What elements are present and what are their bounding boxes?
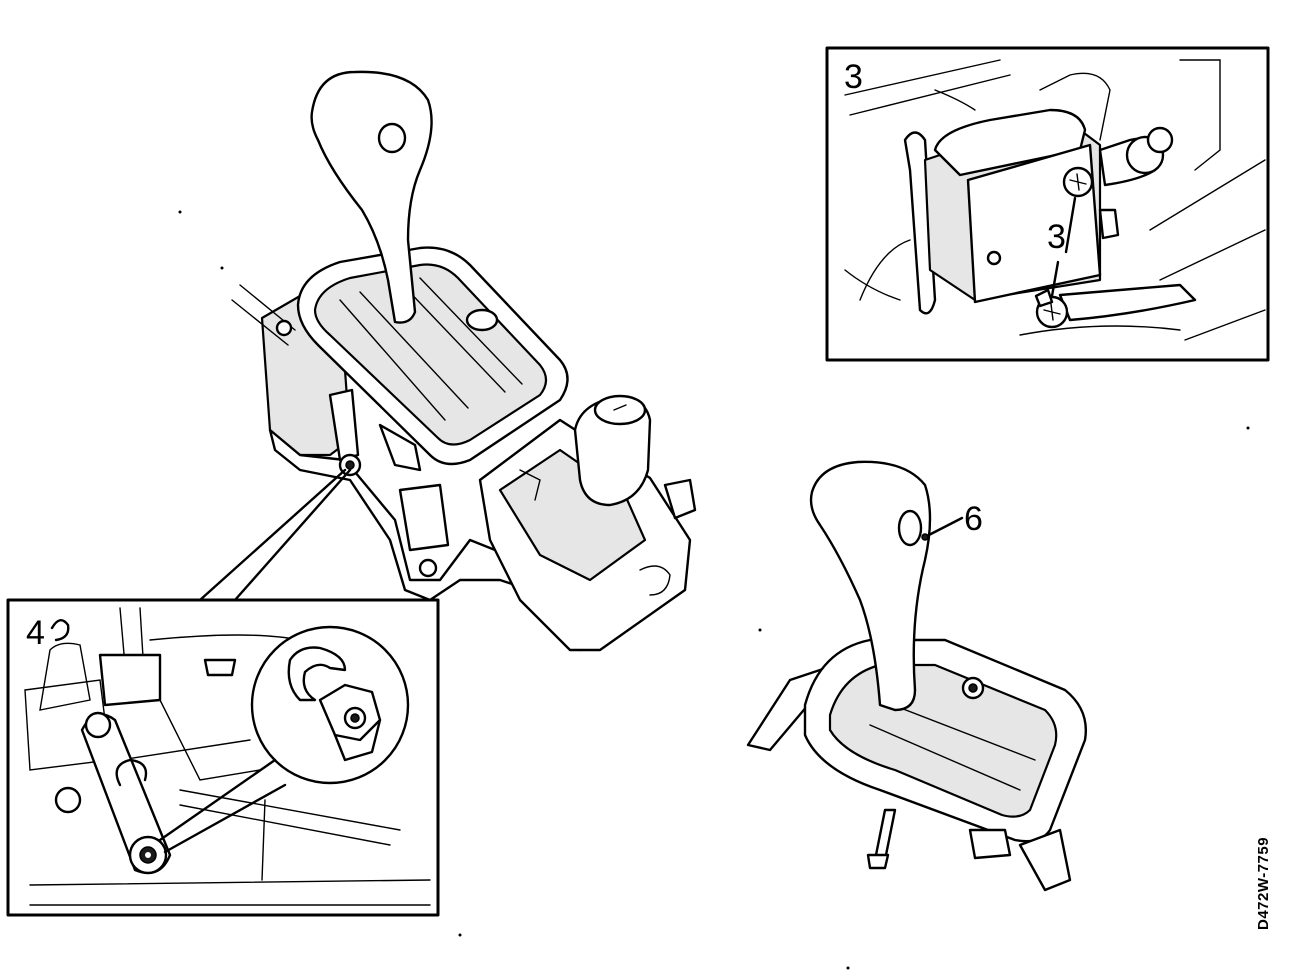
print-specks (178, 210, 1250, 970)
main-gear-selector-assembly (231, 70, 697, 652)
inset-leader-lines (198, 468, 352, 602)
inset-linkage-label: 4 (26, 614, 45, 652)
screw-callout-number: 3 (1047, 218, 1066, 256)
drawing-reference-code: D472W-7759 (1255, 836, 1272, 930)
inset-solenoid-label: 3 (844, 58, 863, 96)
inset-solenoid-detail: 3 3 (825, 46, 1270, 362)
selector-lever-removed: 6 (746, 460, 1087, 892)
knob-callout-number: 6 (964, 500, 983, 538)
inset-linkage-detail: 4 (6, 598, 440, 917)
